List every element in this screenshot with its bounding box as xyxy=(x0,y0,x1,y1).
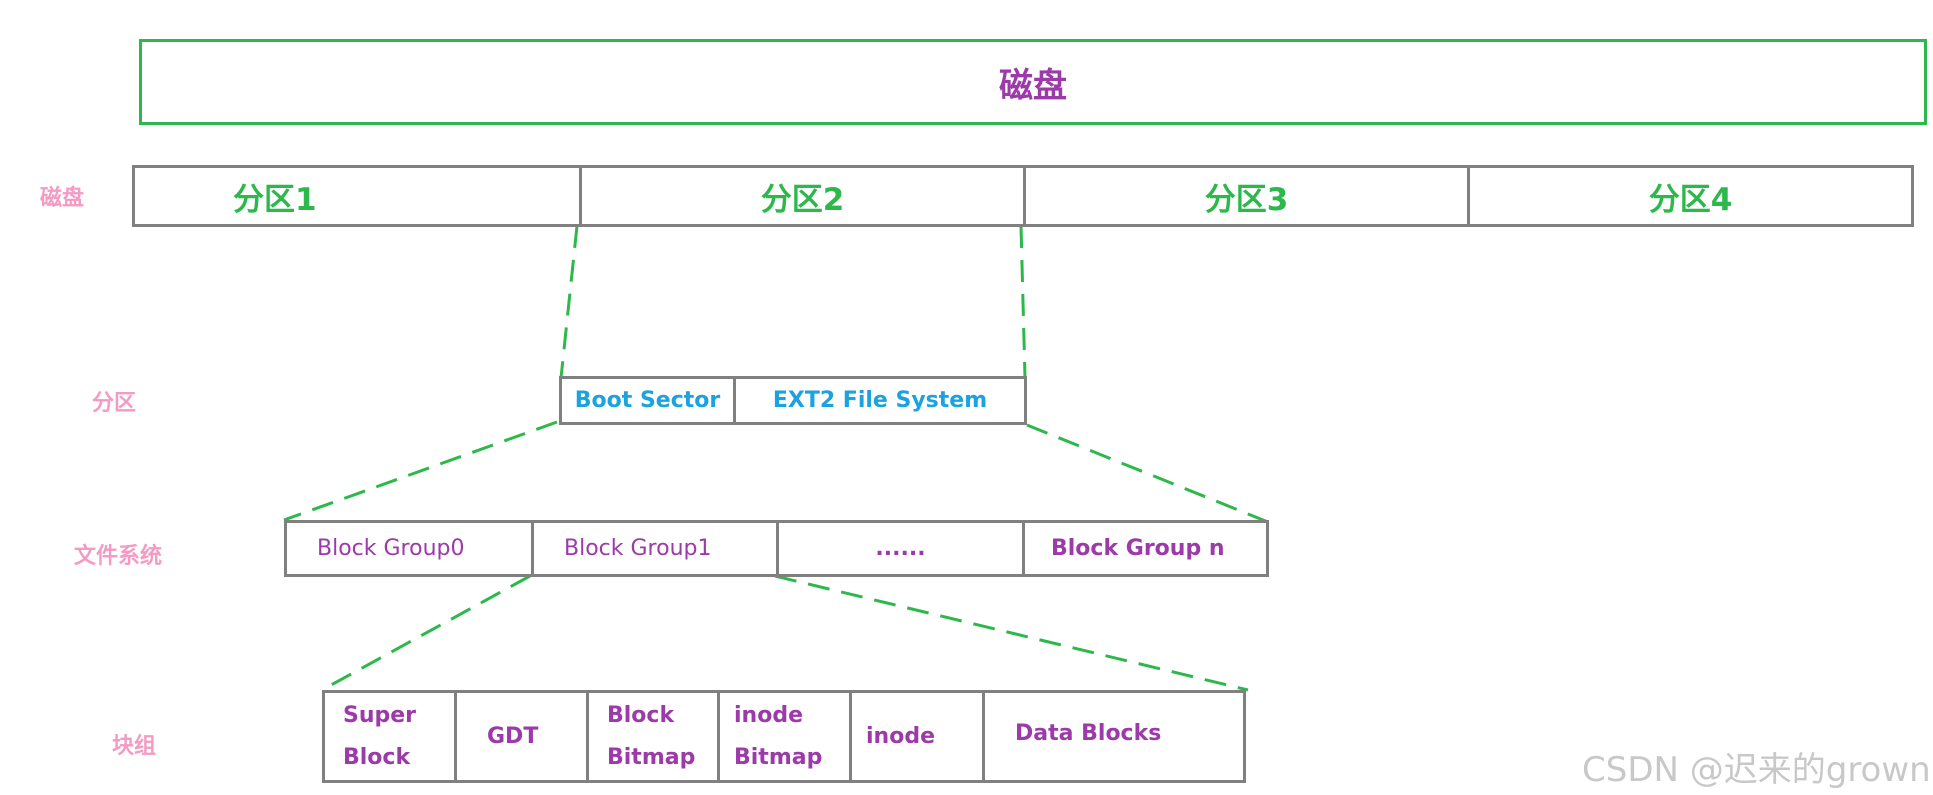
watermark-text: CSDN @迟来的grown xyxy=(1582,750,1931,790)
data-blocks-cell: Data Blocks xyxy=(985,693,1243,780)
data-blocks-label: Data Blocks xyxy=(1015,721,1162,746)
partition-detail-row: Boot Sector EXT2 File System xyxy=(559,376,1027,425)
super-block-cell: Super Block xyxy=(325,693,457,780)
inode-bitmap-line2: Bitmap xyxy=(734,744,823,770)
disk-banner-label: 磁盘 xyxy=(999,65,1067,106)
block-bitmap-cell: Block Bitmap xyxy=(589,693,720,780)
partition-4: 分区4 xyxy=(1648,181,1733,218)
block-bitmap-line2: Bitmap xyxy=(607,744,696,770)
connector-bg1-left xyxy=(321,574,531,692)
partition-1: 分区1 xyxy=(135,168,582,224)
block-group-n: Block Group n xyxy=(1051,536,1225,561)
ext2-file-system: EXT2 File System xyxy=(772,388,988,413)
row-label-blockgroup: 块组 xyxy=(112,734,157,759)
disk-banner: 磁盘 xyxy=(139,39,1927,125)
connector-partition2-right xyxy=(1019,225,1027,379)
row-label-disk: 磁盘 xyxy=(40,186,85,211)
boot-sector: Boot Sector xyxy=(562,379,736,422)
row-label-filesystem: 文件系统 xyxy=(74,544,163,569)
gdt-label: GDT xyxy=(487,723,539,749)
block-group-1: Block Group1 xyxy=(534,523,779,574)
block-groups-row: Block Group0 Block Group1 ...... Block G… xyxy=(284,520,1269,577)
partitions-row: 分区1 分区2 分区3 分区4 xyxy=(132,165,1914,227)
connector-partition2-left xyxy=(559,225,579,379)
gdt-cell: GDT xyxy=(457,693,589,780)
block-group-ellipsis: ...... xyxy=(779,523,1025,574)
inode-cell: inode xyxy=(852,693,985,780)
block-group-0: Block Group0 xyxy=(287,523,534,574)
inode-bitmap-cell: inode Bitmap xyxy=(720,693,852,780)
row-label-partition: 分区 xyxy=(92,391,137,416)
block-bitmap-line1: Block xyxy=(607,702,675,728)
super-block-line2: Block xyxy=(343,744,411,770)
connector-bg1-right xyxy=(774,574,1249,692)
connector-ext2-left xyxy=(283,420,558,522)
inode-label: inode xyxy=(866,723,935,749)
connector-ext2-right xyxy=(1026,423,1269,524)
inode-bitmap-line1: inode xyxy=(734,702,803,728)
partition-3: 分区3 xyxy=(1026,168,1470,224)
partition-2: 分区2 xyxy=(582,168,1026,224)
block-group-detail-row: Super Block GDT Block Bitmap inode Bitma… xyxy=(322,690,1246,783)
super-block-line1: Super xyxy=(343,702,417,728)
